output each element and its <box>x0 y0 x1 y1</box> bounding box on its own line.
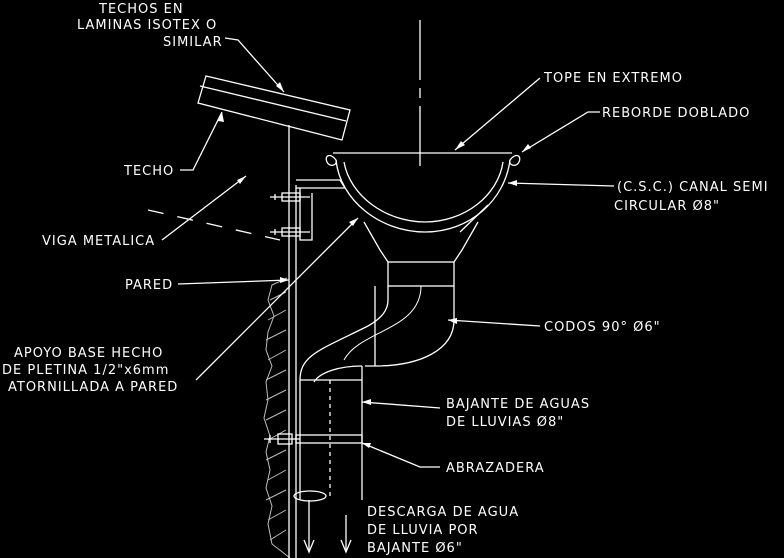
technical-lines <box>147 20 615 558</box>
gutter-rim-left <box>325 154 337 166</box>
funnel-left <box>363 221 389 263</box>
elbow-outer <box>365 286 455 367</box>
label-apoyo-1: APOYO BASE HECHO <box>14 346 163 361</box>
roof-sheet <box>197 75 351 141</box>
leader-canal <box>507 182 615 187</box>
elbow-center <box>343 285 422 361</box>
clamp-bolt <box>264 433 300 445</box>
label-descarga-1: DESCARGA DE AGUA <box>367 505 519 520</box>
labels: TECHOS EN LAMINAS ISOTEX O SIMILAR TOPE … <box>2 2 769 556</box>
leader-techos <box>224 37 285 93</box>
flow-arrow-right <box>340 515 352 554</box>
label-techos-1: TECHOS EN <box>98 2 184 17</box>
leader-apoyo <box>195 217 359 381</box>
label-canal-2: CIRCULAR Ø8" <box>614 199 720 214</box>
gutter-rim-right <box>509 154 521 166</box>
leader-bajante <box>361 401 441 409</box>
leader-pared <box>177 279 290 285</box>
leader-reborde <box>521 111 600 153</box>
leader-tope <box>454 77 541 151</box>
label-codos: CODOS 90° Ø6" <box>544 320 661 335</box>
label-techos-2: LAMINAS ISOTEX O <box>77 18 217 33</box>
label-bajante-1: BAJANTE DE AGUAS <box>446 397 590 412</box>
label-techos-3: SIMILAR <box>163 35 223 50</box>
label-apoyo-2: DE PLETINA 1/2"x6mm <box>2 363 169 378</box>
label-pared: PARED <box>125 278 173 293</box>
bracket-arm <box>299 188 313 241</box>
bolt-bottom <box>270 227 310 237</box>
label-viga: VIGA METALICA <box>42 234 155 249</box>
label-apoyo-3: ATORNILLADA A PARED <box>8 380 178 395</box>
label-descarga-2: DE LLUVIA POR <box>367 523 479 538</box>
label-techo: TECHO <box>123 164 174 179</box>
leader-codos <box>447 319 541 327</box>
label-canal-1: (C.S.C.) CANAL SEMI <box>617 180 769 195</box>
label-bajante-2: DE LLUVIAS Ø8" <box>446 415 564 430</box>
leader-viga <box>161 175 247 241</box>
label-reborde: REBORDE DOBLADO <box>602 106 750 121</box>
elbow-inner <box>299 286 389 381</box>
roof-sheet-inner <box>199 85 347 122</box>
bolt-top <box>270 192 310 202</box>
flow-arrow-left <box>303 500 315 554</box>
label-abrazadera: ABRAZADERA <box>446 461 545 476</box>
leader-techo <box>180 111 223 171</box>
leader-arrowheads <box>218 82 531 448</box>
beam-dash <box>147 209 281 241</box>
gutter-inner <box>343 161 504 223</box>
gutter-outer <box>335 159 511 233</box>
wall-hatch <box>263 277 291 558</box>
label-descarga-3: BAJANTE Ø6" <box>367 541 463 556</box>
funnel-right <box>453 221 479 263</box>
leader-abrazadera <box>361 442 440 468</box>
label-tope: TOPE EN EXTREMO <box>543 71 683 86</box>
pipe-outlet <box>293 490 327 502</box>
